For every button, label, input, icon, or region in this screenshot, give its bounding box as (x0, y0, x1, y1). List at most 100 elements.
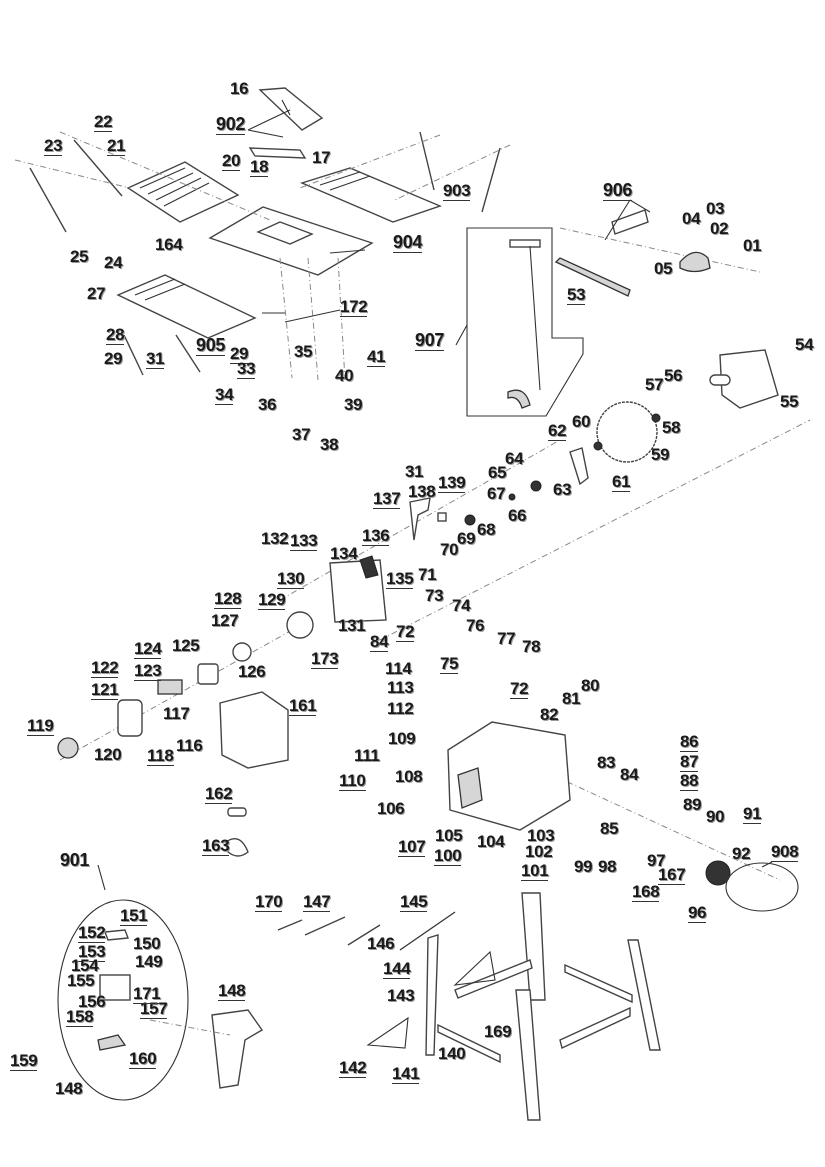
label-163: 163 (202, 836, 230, 856)
label-39: 39 (344, 395, 363, 414)
label-159: 159 (10, 1051, 38, 1071)
label-77: 77 (497, 629, 516, 648)
label-148-screw: 148 (55, 1079, 83, 1098)
label-89: 89 (683, 795, 702, 814)
label-87: 87 (680, 752, 699, 772)
label-37: 37 (292, 425, 311, 444)
label-27: 27 (87, 284, 106, 303)
label-132: 132 (261, 529, 289, 548)
label-116: 116 (176, 736, 203, 755)
label-128: 128 (214, 589, 242, 609)
label-80: 80 (581, 676, 600, 695)
label-140: 140 (438, 1044, 466, 1063)
label-152: 152 (78, 923, 106, 943)
label-22: 22 (94, 112, 113, 132)
label-28: 28 (106, 325, 125, 345)
label-73: 73 (425, 586, 444, 605)
label-76: 76 (466, 616, 485, 635)
label-03: 03 (706, 199, 725, 218)
label-157: 157 (140, 999, 168, 1019)
label-106: 106 (377, 799, 405, 818)
label-38: 38 (320, 435, 339, 454)
label-60: 60 (572, 412, 591, 431)
label-88: 88 (680, 771, 699, 791)
label-64: 64 (505, 449, 524, 468)
label-33: 33 (237, 359, 256, 379)
label-124: 124 (134, 639, 162, 659)
label-63: 63 (553, 480, 572, 499)
leg-stand (366, 892, 661, 1121)
label-59: 59 (651, 445, 670, 464)
label-146: 146 (367, 934, 395, 953)
label-35: 35 (294, 342, 313, 361)
label-36: 36 (258, 395, 277, 414)
label-135: 135 (386, 569, 414, 589)
label-101: 101 (521, 861, 549, 881)
label-170: 170 (255, 892, 283, 912)
label-133: 133 (290, 531, 318, 551)
label-129: 129 (258, 590, 286, 610)
label-53: 53 (567, 285, 586, 305)
label-127: 127 (211, 611, 239, 630)
label-131: 131 (338, 616, 366, 635)
label-40: 40 (335, 366, 354, 385)
label-160: 160 (129, 1049, 157, 1069)
group-label-907: 907 (415, 330, 445, 351)
label-04: 04 (682, 209, 701, 228)
label-125: 125 (172, 636, 200, 655)
label-111: 111 (354, 746, 380, 765)
group-label-904: 904 (393, 232, 423, 253)
riving-knife-assembly (507, 239, 541, 409)
label-105: 105 (435, 826, 463, 845)
main-table (208, 206, 374, 276)
label-154: 154 (71, 956, 99, 975)
group-label-902: 902 (216, 114, 246, 135)
label-130: 130 (277, 569, 305, 589)
label-97: 97 (647, 851, 666, 870)
label-84-right: 84 (620, 765, 639, 784)
label-57: 57 (645, 375, 664, 394)
label-83: 83 (597, 753, 616, 772)
label-109: 109 (388, 729, 416, 748)
label-55: 55 (780, 392, 799, 411)
label-85: 85 (600, 819, 619, 838)
group-908-ellipse (725, 862, 799, 912)
label-02: 02 (710, 219, 729, 238)
label-25: 25 (70, 247, 89, 266)
label-136: 136 (362, 526, 390, 546)
group-label-903: 903 (443, 181, 471, 201)
label-29-right: 29 (230, 344, 249, 364)
label-56: 56 (664, 366, 683, 385)
dust-bin (219, 691, 289, 769)
assembly-lines (14, 131, 811, 881)
group-label-908: 908 (771, 842, 799, 862)
label-69: 69 (457, 529, 476, 548)
label-156: 156 (78, 992, 106, 1011)
blade-guard-rear (709, 349, 779, 409)
label-65: 65 (488, 463, 507, 482)
label-171: 171 (133, 984, 161, 1004)
label-110: 110 (339, 771, 366, 791)
label-58: 58 (662, 418, 681, 437)
label-167: 167 (658, 865, 686, 885)
label-01: 01 (743, 236, 762, 255)
blade-guard-top (258, 87, 324, 131)
group-label-905: 905 (196, 335, 226, 356)
label-98: 98 (598, 857, 617, 876)
label-84-left: 84 (370, 632, 389, 652)
label-155: 155 (67, 971, 95, 990)
label-99: 99 (574, 857, 593, 876)
label-18: 18 (250, 157, 269, 177)
label-123: 123 (134, 661, 162, 681)
label-153: 153 (78, 942, 106, 962)
label-122: 122 (91, 658, 119, 678)
label-66: 66 (508, 506, 527, 525)
label-147: 147 (303, 892, 331, 912)
label-108: 108 (395, 767, 423, 786)
label-112: 112 (387, 699, 414, 718)
label-138: 138 (408, 482, 436, 501)
label-92: 92 (732, 844, 751, 863)
group-label-906: 906 (603, 180, 633, 201)
label-145: 145 (400, 892, 428, 912)
label-117: 117 (163, 704, 190, 723)
